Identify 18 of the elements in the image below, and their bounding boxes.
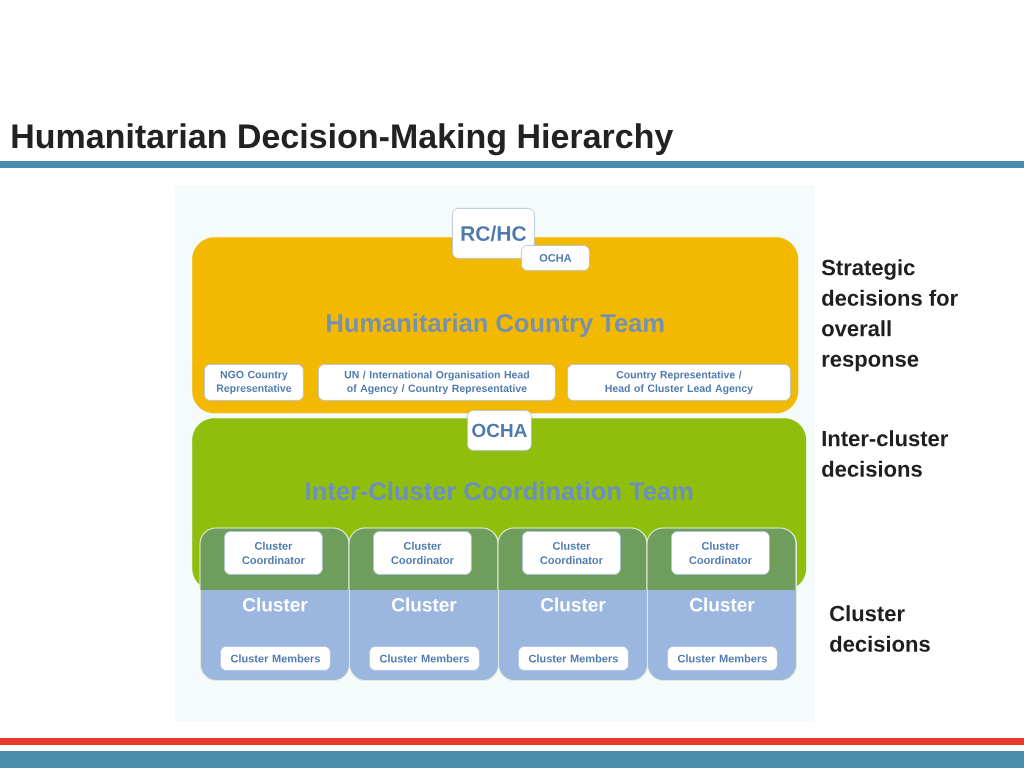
- role-box: Cluster Coordinator: [671, 531, 770, 575]
- role-box: Cluster Members: [220, 646, 331, 671]
- side-note: Strategic decisions for overall response: [821, 259, 958, 372]
- slide-title: Humanitarian Decision-Making Hierarchy: [12, 123, 674, 156]
- role-box: UN / International Organisation Head of Agency / Country Representative: [318, 364, 556, 401]
- role-box: RC/HC: [452, 208, 535, 259]
- role-box: Cluster Members: [518, 646, 629, 671]
- role-box: OCHA: [521, 245, 590, 271]
- role-box: OCHA: [467, 410, 532, 451]
- role-box: Cluster Coordinator: [522, 531, 621, 575]
- side-note: Inter-cluster decisions: [822, 430, 949, 477]
- role-box: Cluster Members: [667, 646, 778, 671]
- role-box: Cluster Coordinator: [224, 531, 323, 575]
- role-box: NGO Country Representative: [204, 364, 304, 401]
- side-note: Cluster decisions: [830, 605, 930, 652]
- role-box: Country Representative / Head of Cluster Lead Agency: [567, 364, 791, 401]
- role-box: Cluster Members: [369, 646, 480, 671]
- role-box: Cluster Coordinator: [373, 531, 472, 575]
